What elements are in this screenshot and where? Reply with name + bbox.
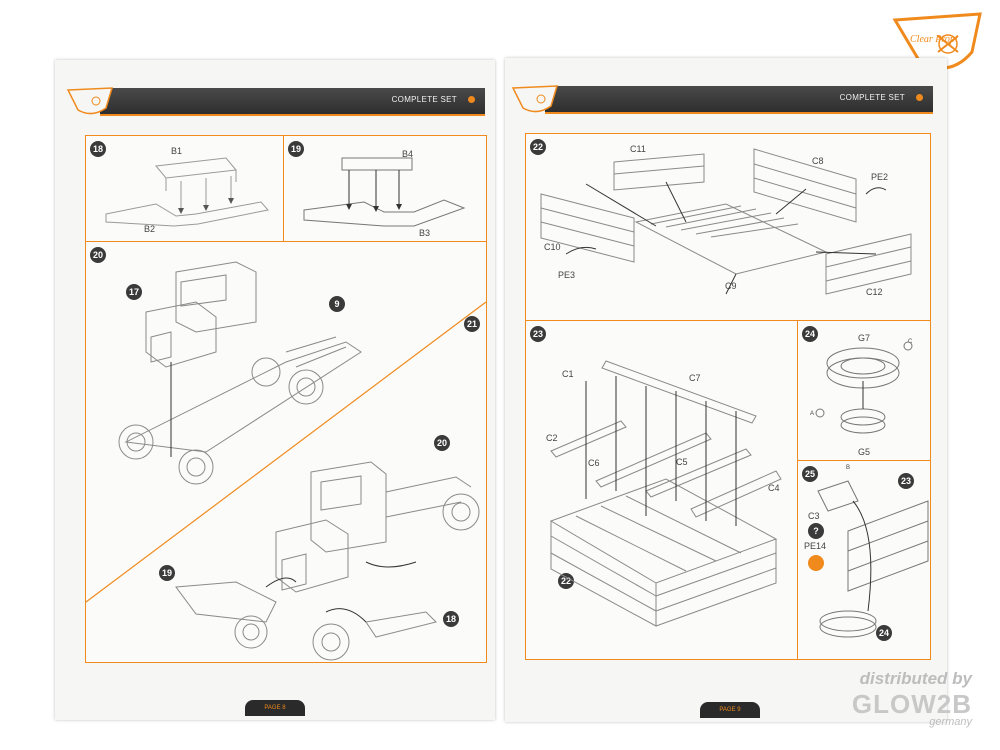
distributor-watermark: distributed by GLOW2B germany [852, 669, 972, 728]
header-logo-icon [66, 87, 114, 115]
watermark-line: germany [929, 716, 972, 728]
step-24-box: 24 G7 C A G5 [797, 320, 931, 462]
step-22-diagram [540, 148, 912, 295]
step-number: 20 [90, 247, 106, 263]
step-18-diagram [105, 157, 269, 227]
step-number: 19 [288, 141, 304, 157]
step-number: 18 [90, 141, 106, 157]
part-label: C6 [588, 458, 600, 468]
part-label: PE14 [804, 541, 827, 551]
callout-number: 22 [558, 573, 574, 589]
part-label: A [810, 411, 815, 417]
step-number: 22 [530, 139, 546, 155]
part-label: B4 [402, 149, 414, 159]
part-label: C2 [546, 433, 558, 443]
part-label: C7 [689, 373, 701, 383]
header-title: COMPLETE SET [391, 95, 457, 104]
callout-number: 24 [876, 625, 892, 641]
step-19-box: 19 B4 B3 [283, 135, 487, 243]
callout-number: 18 [443, 611, 459, 627]
part-label: PE3 [558, 270, 576, 280]
part-label: C3 [808, 511, 820, 521]
step-number: 24 [802, 326, 818, 342]
part-label: C11 [630, 144, 646, 154]
header-dot-icon [916, 94, 923, 101]
right-header-bar: COMPLETE SET [511, 85, 933, 114]
part-label: C1 [562, 369, 574, 379]
left-header-bar: COMPLETE SET [66, 87, 485, 116]
step-number: 21 [464, 316, 480, 332]
part-label: C4 [768, 483, 780, 493]
part-label: B1 [171, 146, 183, 156]
callout-number: 9 [329, 296, 345, 312]
photo-etch-icon [808, 555, 824, 571]
part-label: B [846, 465, 851, 471]
part-label: G7 [858, 333, 871, 343]
watermark-brand: GLOW2B [851, 689, 972, 719]
page-number-tab: PAGE 8 [245, 700, 305, 716]
step-number: 23 [530, 326, 546, 342]
header-logo-icon [511, 85, 559, 113]
header-title: COMPLETE SET [839, 93, 905, 102]
watermark-line: distributed by [859, 669, 972, 688]
left-page: COMPLETE SET 18 B1 B2 19 B4 B3 [55, 60, 495, 720]
part-label: C8 [812, 156, 824, 166]
header-dot-icon [468, 96, 475, 103]
part-label: C12 [866, 287, 883, 297]
wheel-diagram [815, 341, 913, 434]
step-19-diagram [303, 157, 466, 227]
step-25-box: 25 23 24 B C3 ? PE14 [797, 460, 931, 660]
step-number: 25 [802, 466, 818, 482]
callout-number: 23 [898, 473, 914, 489]
step-25-diagram [817, 480, 929, 638]
part-label: G5 [858, 447, 871, 457]
step-23-box: 23 C1 C7 C2 C6 C5 C4 22 [525, 320, 799, 660]
part-label: C [908, 339, 913, 345]
part-label: PE2 [871, 172, 889, 182]
part-label: B3 [419, 228, 431, 238]
page-number-tab: PAGE 9 [700, 702, 760, 718]
callout-number: 19 [159, 565, 175, 581]
step-20-21-box: 20 21 17 9 20 19 18 [85, 241, 487, 663]
truck-assembly-diagram [85, 261, 487, 661]
part-label: C10 [544, 242, 561, 252]
part-label: C9 [725, 281, 737, 291]
question-icon: ? [808, 523, 824, 539]
part-label: B2 [144, 224, 156, 234]
callout-number: 17 [126, 284, 142, 300]
callout-number: 20 [434, 435, 450, 451]
part-label: C5 [676, 457, 688, 467]
right-page: COMPLETE SET 22 C11 C8 PE2 C10 PE3 C9 C1… [505, 58, 947, 722]
step-23-diagram [549, 360, 782, 627]
step-18-box: 18 B1 B2 [85, 135, 285, 243]
svg-text:Clear Prop!: Clear Prop! [910, 34, 958, 45]
